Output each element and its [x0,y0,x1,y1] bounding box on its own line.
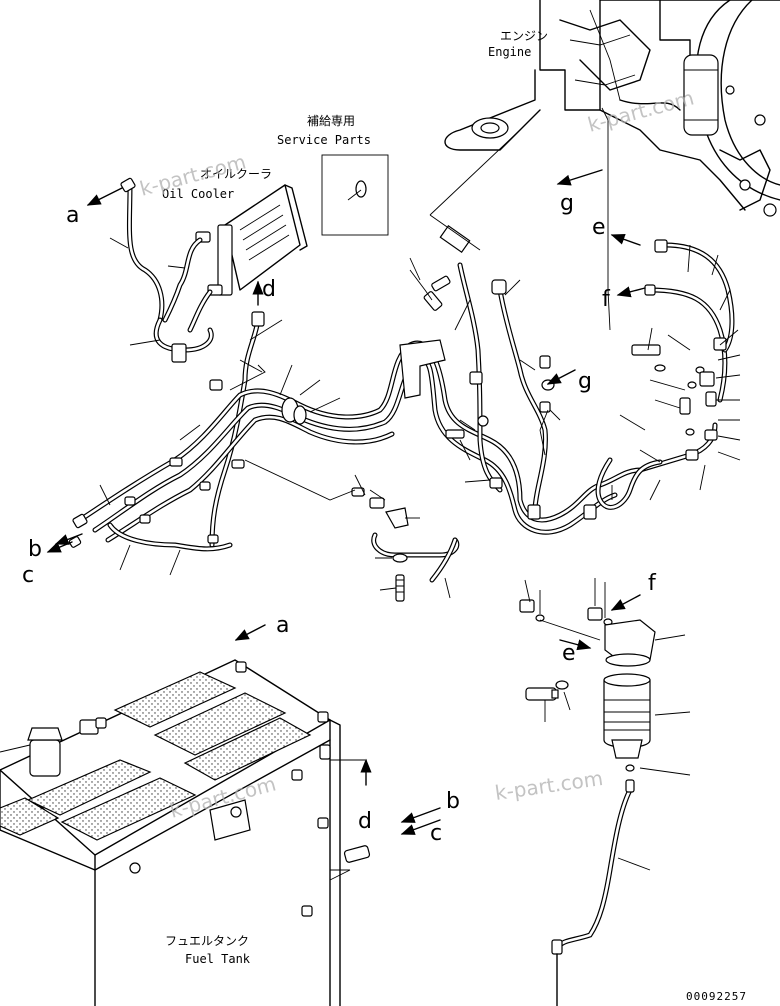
letter-e-right: e [592,215,606,240]
oil-cooler-label-en: Oil Cooler [162,187,234,201]
letter-g-engine: g [560,191,574,216]
letter-a-tank: a [276,613,289,638]
drawing-code: 00092257 [686,990,747,1003]
connection-arrows [46,169,646,835]
fuel-tank-label-jp: フュエルタンク [165,934,249,948]
oil-cooler-label-jp: オイルクーラ [200,167,272,181]
service-parts-label-en: Service Parts [277,133,371,147]
letter-f-filter: f [648,571,657,596]
engine-assembly: エンジン Engine [444,0,780,331]
letter-c-tank: c [430,821,442,846]
letter-f-right: f [602,287,611,312]
oil-cooler: オイルクーラ Oil Cooler [162,167,308,296]
letter-c-left: c [22,563,34,588]
fuel-tank: フュエルタンク Fuel Tank [0,659,371,1006]
letter-b-tank: b [446,789,460,814]
watermark-4: k-part.com [493,766,604,805]
fuel-filter-assembly [519,578,691,1006]
letter-d-top: d [262,277,276,302]
service-parts-label-jp: 補給専用 [307,114,355,128]
watermark-2: k-part.com [585,85,696,136]
leader-lines [99,129,741,599]
engine-label-jp: エンジン [500,29,548,43]
letter-d-tank: d [358,809,372,834]
fuel-tank-label-en: Fuel Tank [185,952,251,966]
letter-b-left: b [28,537,42,562]
letter-e-filter: e [562,641,576,666]
connection-letters: a d b c e f g g a b c d e f [22,191,657,846]
letter-g-mid: g [578,369,592,394]
service-parts-box: 補給専用 Service Parts [277,114,389,236]
letter-a-top: a [66,203,79,228]
fittings [68,177,727,602]
engine-label-en: Engine [488,45,531,59]
